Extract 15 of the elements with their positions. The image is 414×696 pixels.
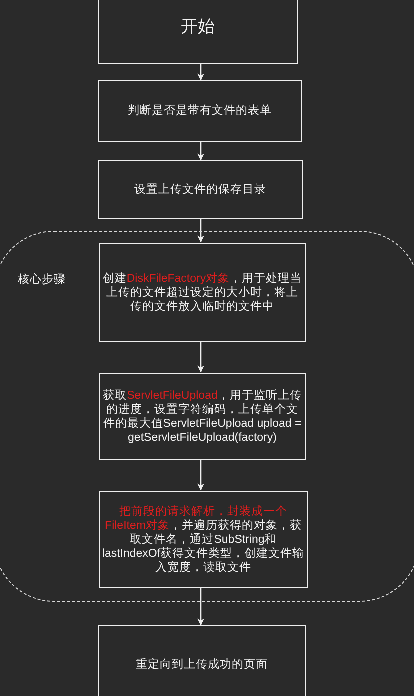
- process-box: 获取ServletFileUpload，用于监听上传的进度，设置字符编码，上传单个文件的最大值ServletFileUpload upload = getServletFileUpload(factory): [99, 373, 306, 460]
- process-box: 创建DiskFileFactory对象，用于处理当上传的文件超过设定的大小时，将上传的文件放入临时的文件中: [99, 243, 306, 342]
- arrow: [198, 142, 204, 161]
- start-box: 开始: [98, 0, 298, 64]
- arrow: [198, 219, 204, 243]
- arrow: [198, 64, 204, 81]
- arrow: [198, 341, 204, 373]
- process-box: 把前段的请求解析，封装成一个FileItem对象，并遍历获得的对象，获取文件名，通过SubString和lastIndexOf获得文件类型，创建文件输入宽度，读取文件: [99, 491, 308, 588]
- process-box: 设置上传文件的保存目录: [98, 160, 303, 219]
- dashed-group-region: [0, 231, 414, 602]
- arrow: [198, 587, 204, 626]
- group-label: 核心步骤: [18, 273, 66, 287]
- arrow: [198, 459, 204, 491]
- process-box: 重定向到上传成功的页面: [98, 625, 306, 696]
- process-box: 判断是否是带有文件的表单: [98, 80, 302, 142]
